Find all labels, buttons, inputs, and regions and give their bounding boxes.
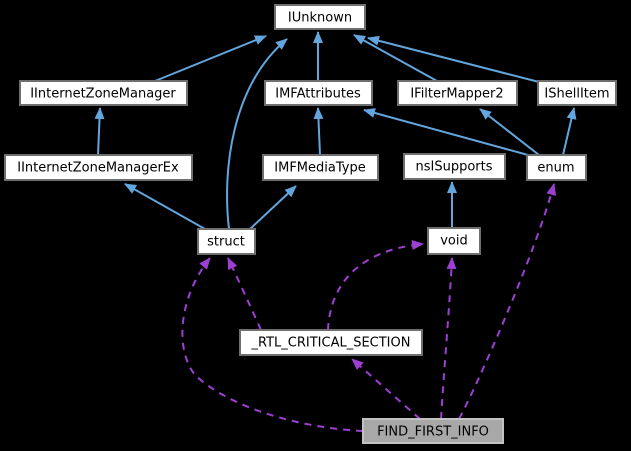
node-enum[interactable]: enum [526,154,587,181]
node-imfattributes-box[interactable] [264,80,373,106]
edge-findfirstinfo-to-void [440,257,457,420]
node-iunknown[interactable]: IUnknown [274,4,366,30]
edge-ifiltermapper2-to-iunknown [353,34,438,82]
node-iinternetzonemanagerex[interactable]: IInternetZoneManagerEx [4,154,193,181]
node-iunknown-box[interactable] [274,4,366,30]
edge-struct-to-imfmediatype [249,185,297,230]
edge-struct-to-iinternetzonemanagerex [124,183,206,230]
edge-ishellitem-to-iunknown [367,35,540,83]
node-nsisupports-label: nsISupports [415,160,492,175]
node-imfattributes-label: IMFAttributes [275,87,361,102]
node-rtl-critical-section-box[interactable] [239,329,423,356]
node-find-first-info-box[interactable] [362,418,504,444]
node-iinternetzonemanagerex-label: IInternetZoneManagerEx [17,161,179,176]
node-nsisupports-box[interactable] [403,153,506,180]
edge-enum-to-ishellitem [562,107,577,156]
node-nsisupports[interactable]: nsISupports [403,153,506,180]
node-ishellitem-box[interactable] [537,80,617,106]
node-imfmediatype-box[interactable] [262,154,379,181]
node-iinternetzonemanager-label: IInternetZoneManager [30,87,176,102]
edge-findfirstinfo-to-enum [458,183,556,420]
node-enum-box[interactable] [526,154,587,181]
node-ifiltermapper2[interactable]: IFilterMapper2 [397,80,518,106]
edge-rtlcriticalsection-to-struct [227,257,262,331]
node-imfmediatype[interactable]: IMFMediaType [262,154,379,181]
node-iunknown-label: IUnknown [288,11,352,26]
node-find-first-info-label: FIND_FIRST_INFO [377,425,489,440]
node-ishellitem[interactable]: IShellItem [537,80,617,106]
node-iinternetzonemanagerex-box[interactable] [4,154,193,181]
node-ifiltermapper2-box[interactable] [397,80,518,106]
edge-iinternetzonemanagerex-to-iinternetzonemanager [94,107,105,156]
node-imfmediatype-label: IMFMediaType [274,161,365,176]
node-struct-box[interactable] [197,228,256,255]
edge-findfirstinfo-to-struct [181,257,364,432]
node-iinternetzonemanager-box[interactable] [19,80,188,106]
edge-findfirstinfo-to-rtlcriticalsection [351,358,421,420]
edge-enum-to-ifiltermapper2 [479,108,540,156]
edge-iinternetzonemanager-to-iunknown [154,35,267,82]
node-rtl-critical-section-label: _RTL_CRITICAL_SECTION [251,336,411,351]
node-enum-label: enum [537,161,574,176]
edge-rtlcriticalsection-to-void [327,240,424,331]
edge-enum-to-imfattributes [363,108,529,156]
node-struct[interactable]: struct [197,228,256,255]
node-void-label: void [440,234,468,249]
node-ifiltermapper2-label: IFilterMapper2 [410,87,503,102]
node-iinternetzonemanager[interactable]: IInternetZoneManager [19,80,188,106]
node-imfattributes[interactable]: IMFAttributes [264,80,373,106]
edge-struct-to-iunknown [226,38,288,230]
node-find-first-info[interactable]: FIND_FIRST_INFO [362,418,504,444]
node-void[interactable]: void [427,227,481,255]
node-ishellitem-label: IShellItem [544,87,609,102]
node-void-box[interactable] [427,227,481,255]
edge-imfmediatype-to-imfattributes [313,107,324,156]
node-struct-label: struct [207,235,245,250]
node-rtl-critical-section[interactable]: _RTL_CRITICAL_SECTION [239,329,423,356]
